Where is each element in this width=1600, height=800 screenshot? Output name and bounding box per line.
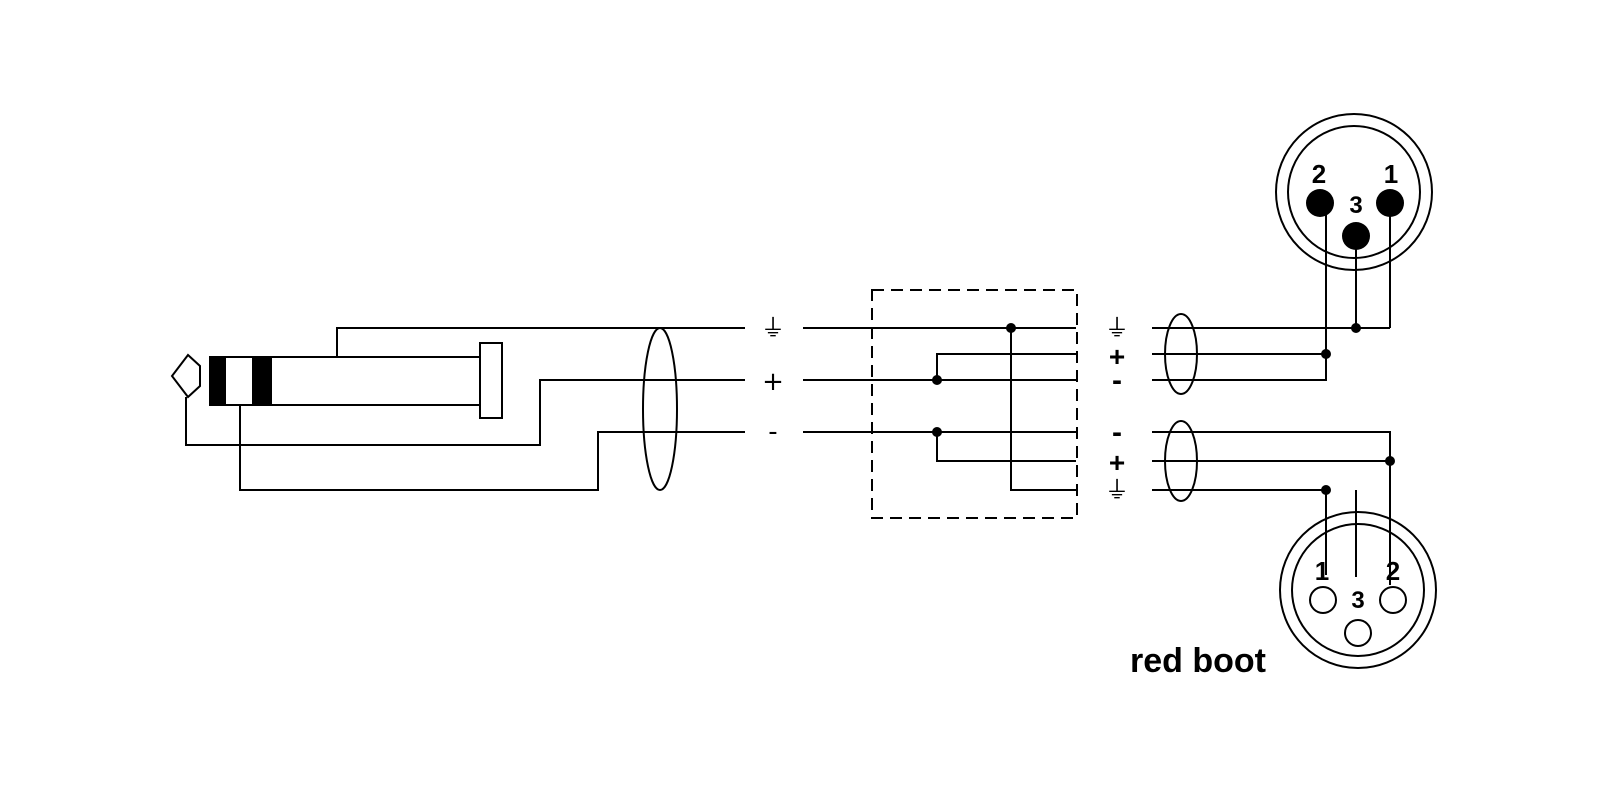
ground-symbol: ⏚ <box>1105 314 1129 342</box>
jack-black-ring <box>210 357 226 405</box>
jack-wires <box>185 327 745 491</box>
lower-output-cable <box>1152 420 1395 585</box>
ground-symbol: ⏚ <box>761 314 785 342</box>
splitter-housing <box>871 289 1078 519</box>
minus-wire <box>1152 431 1391 585</box>
cable-jacket <box>642 327 678 491</box>
junction-dot <box>932 375 942 385</box>
pin-number: 1 <box>1384 159 1398 189</box>
junction-dot <box>1321 485 1331 495</box>
plus-wire <box>185 379 745 446</box>
ground-wire <box>336 327 745 357</box>
junction-dot <box>1385 456 1395 466</box>
stereo-jack-plug <box>170 342 503 419</box>
jack-black-sleeve-band <box>252 357 272 405</box>
upper-output-cable <box>1152 203 1391 395</box>
left-signal-symbols: ⏚ + - <box>761 314 785 447</box>
boot-note: red boot <box>1130 642 1266 680</box>
pin-number: 2 <box>1386 556 1400 586</box>
minus-label: - <box>1112 364 1122 397</box>
plus-branch-upper <box>936 353 1076 380</box>
xlr-female-connector: 1 2 3 <box>1279 511 1437 669</box>
pin-number: 2 <box>1312 159 1326 189</box>
minus-label: - <box>768 417 777 447</box>
xlr-male-connector: 2 1 3 <box>1275 113 1433 271</box>
xlr-female-socket <box>1309 586 1337 614</box>
xlr-male-pin <box>1342 222 1370 250</box>
minus-wire <box>239 405 745 491</box>
xlr-male-inner-ring <box>1287 125 1421 259</box>
ground-branch-lower <box>1010 328 1076 491</box>
minus-wire <box>1152 203 1327 381</box>
xlr-female-socket <box>1379 586 1407 614</box>
junction-dot <box>1006 323 1016 333</box>
ground-symbol: ⏚ <box>1105 476 1129 504</box>
minus-branch-lower <box>936 432 1076 462</box>
plus-label: + <box>762 367 784 397</box>
cable-jacket <box>1164 313 1198 395</box>
minus-label: - <box>1112 416 1122 449</box>
xlr-female-socket <box>1344 619 1372 647</box>
jack-handle <box>479 342 503 419</box>
right-signal-symbols: ⏚ + - - + ⏚ <box>1105 314 1129 504</box>
plus-label: + <box>1109 447 1125 478</box>
junction-dot <box>932 427 942 437</box>
jack-tip <box>170 353 201 399</box>
xlr-male-pin <box>1306 189 1334 217</box>
xlr-male-pin <box>1376 189 1404 217</box>
xlr-male-outer-ring <box>1275 113 1433 271</box>
jack-shaft <box>209 356 481 406</box>
pin-number: 1 <box>1315 556 1329 586</box>
splitter-box <box>803 289 1078 519</box>
cable-jacket <box>1164 420 1198 502</box>
pin-number: 3 <box>1349 192 1362 219</box>
junction-dot <box>1351 323 1361 333</box>
pin-number: 3 <box>1351 587 1364 614</box>
junction-dot <box>1321 349 1331 359</box>
xlr-female-inner-ring <box>1291 523 1425 657</box>
plus-label: + <box>1109 341 1125 372</box>
ground-wire <box>1152 489 1327 575</box>
xlr-female-outer-ring <box>1279 511 1437 669</box>
